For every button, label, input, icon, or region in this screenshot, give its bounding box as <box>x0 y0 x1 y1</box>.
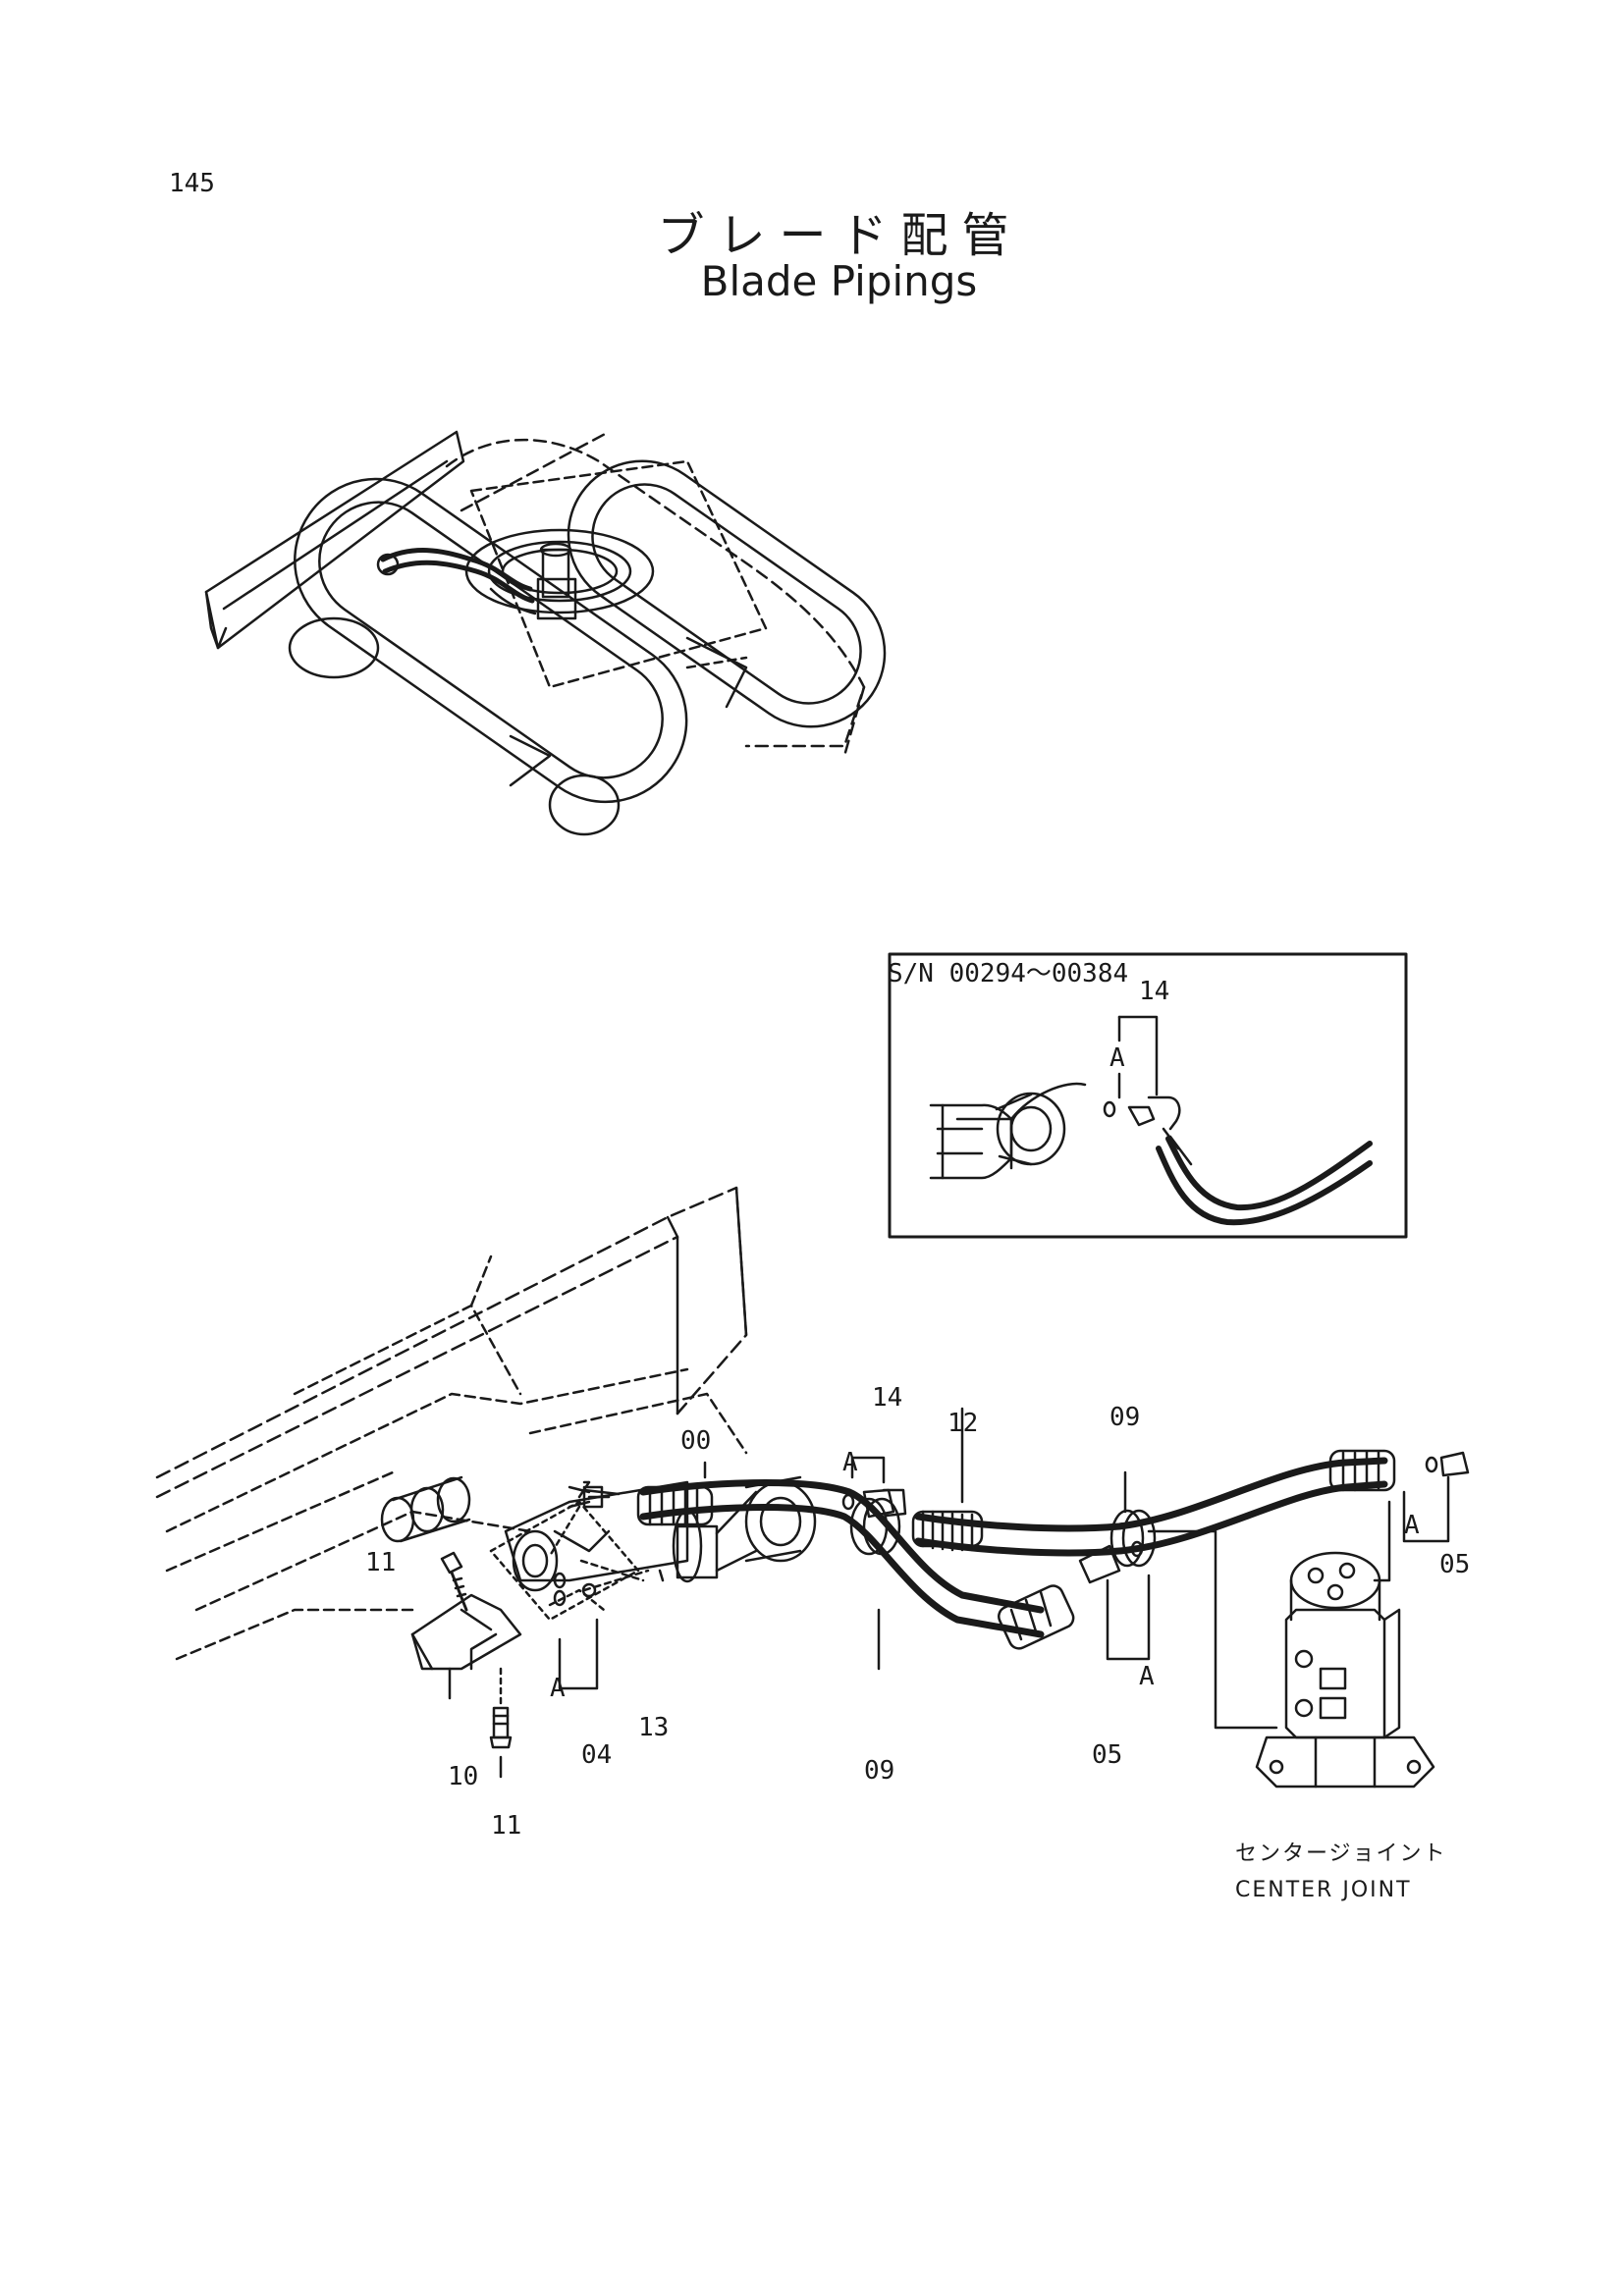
callout-a-right-top: A <box>1404 1511 1420 1540</box>
callout-05-right: 05 <box>1439 1550 1470 1579</box>
callout-13: 13 <box>638 1713 669 1742</box>
callout-10: 10 <box>448 1762 478 1791</box>
callout-a-left-top: A <box>842 1448 858 1477</box>
callout-09-top: 09 <box>1109 1403 1140 1432</box>
callout-00: 00 <box>680 1426 711 1456</box>
blade-exploded-view <box>155 1186 1470 1789</box>
serial-number-inset: S/N 00294～00384 14 A <box>888 952 1408 1239</box>
callout-a-inset: A <box>1109 1043 1125 1073</box>
callout-14-inset: 14 <box>1139 977 1169 1006</box>
callout-a-mid: A <box>1139 1662 1155 1691</box>
callout-09-bottom: 09 <box>864 1756 894 1786</box>
callout-04: 04 <box>581 1740 612 1770</box>
callout-14: 14 <box>872 1383 902 1413</box>
center-joint-label-en: CENTER JOINT <box>1235 1878 1412 1902</box>
center-joint-label-jp: センタージョイント <box>1235 1842 1447 1866</box>
undercarriage-overview-illustration <box>204 430 887 836</box>
center-joint-illustration <box>1255 1551 1435 1789</box>
serial-range-label: S/N 00294～00384 <box>888 959 1128 988</box>
callout-a-left-bottom: A <box>550 1674 566 1703</box>
callout-11-bottom: 11 <box>491 1811 521 1841</box>
callout-11-top: 11 <box>365 1548 396 1577</box>
callout-12: 12 <box>947 1409 978 1438</box>
page-title-en: Blade Pipings <box>700 257 978 305</box>
page-number: 145 <box>169 169 215 198</box>
callout-05-mid: 05 <box>1092 1740 1122 1770</box>
page-title-jp: ブレード配管 <box>657 208 1023 263</box>
